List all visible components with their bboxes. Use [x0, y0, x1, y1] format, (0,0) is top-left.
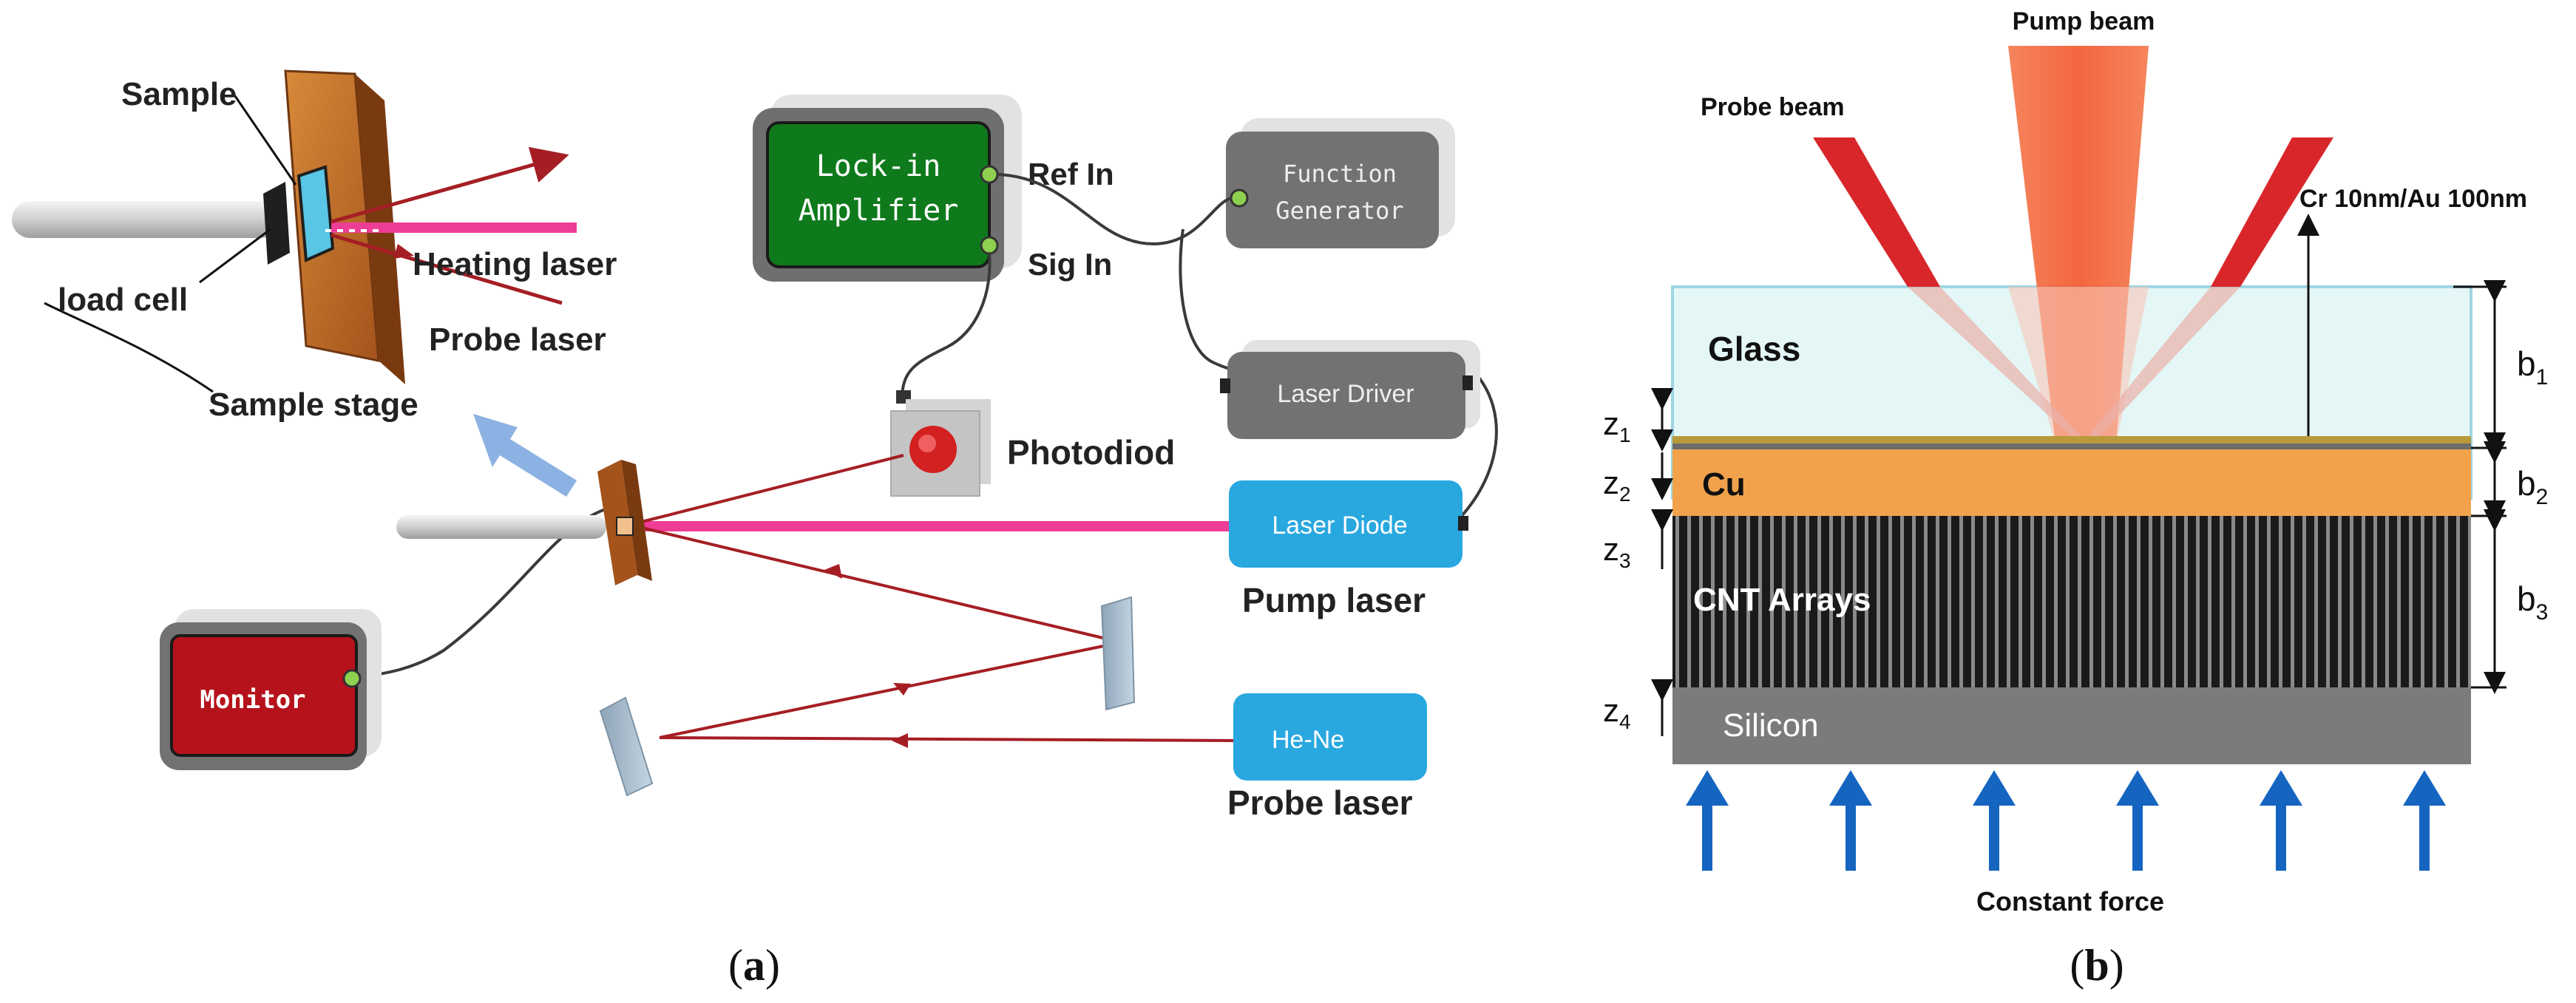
probe-arrowhead-2 [893, 683, 911, 696]
probe-to-photodiode [635, 454, 904, 525]
he-ne-label: He-Ne [1272, 726, 1344, 754]
probe-laser-label: Probe laser [1227, 783, 1413, 822]
cnt-layer [1672, 516, 2471, 687]
constant-force-label: Constant force [1976, 886, 2164, 917]
inset-load-cell-label: load cell [58, 282, 188, 318]
z3-label: z3 [1603, 531, 1631, 572]
glass-label: Glass [1708, 330, 1800, 368]
cnt-label: CNT Arrays [1693, 582, 1871, 618]
caption-b: (b) [2070, 941, 2123, 990]
lockin-label-line2: Amplifier [799, 194, 959, 228]
cu-layer [1672, 449, 2471, 516]
force-arrow-4 [2116, 770, 2159, 871]
mirror-left [599, 696, 654, 797]
silicon-layer [1672, 687, 2471, 764]
inset-probe-laser-label: Probe laser [429, 322, 606, 358]
monitor-port [342, 669, 362, 688]
inset-probe-in [331, 233, 563, 305]
function-port [1230, 188, 1249, 208]
inset-sample-label: Sample [121, 76, 237, 112]
silicon-label: Silicon [1723, 707, 1819, 744]
function-label-line2: Generator [1275, 197, 1403, 225]
inset-probe-out [331, 146, 569, 224]
lockin-label-line1: Lock-in [816, 149, 941, 183]
photodiod-label: Photodiod [1007, 433, 1175, 472]
panel-b: Glass Cu CNT Arrays Silicon Pump beam Pr… [1603, 7, 2548, 990]
inset-stage [12, 69, 577, 393]
laser-driver: Laser Driver [1220, 340, 1480, 439]
sig-in-label: Sig In [1028, 247, 1112, 282]
cr-layer [1672, 443, 2471, 449]
pump-beam-label: Pump beam [2013, 7, 2155, 35]
load-cell-leader [199, 228, 271, 284]
probe-arrowhead-1 [892, 733, 908, 748]
z1-label: z1 [1603, 406, 1631, 446]
force-arrow-5 [2260, 770, 2302, 871]
stage-leader [44, 302, 214, 393]
probe-mirror-to-mirror [659, 642, 1119, 739]
zoom-arrow [473, 414, 577, 497]
force-arrows [1686, 770, 2446, 871]
b2-label: b2 [2517, 464, 2548, 509]
inset-rod [12, 201, 278, 238]
mirror-right [1100, 596, 1136, 711]
force-arrow-3 [1973, 770, 2016, 871]
monitor-label: Monitor [200, 685, 305, 715]
b1-label: b1 [2517, 344, 2548, 390]
sample-leader [234, 95, 297, 186]
probe-beam-label: Probe beam [1701, 93, 1845, 121]
beams [628, 454, 1234, 748]
ref-in-label: Ref In [1028, 157, 1114, 191]
sample-stage-small [597, 460, 652, 585]
probe-beam-out [2211, 137, 2333, 287]
pump-laser-label: Pump laser [1242, 581, 1426, 619]
photodiode [890, 390, 991, 497]
b3-label: b3 [2517, 579, 2548, 625]
monitor: Monitor [160, 609, 382, 770]
inset-heating-laser-label: Heating laser [413, 246, 617, 282]
caption-a: (a) [728, 941, 780, 990]
probe-to-sample [635, 525, 1119, 643]
ref-in-port [980, 165, 999, 184]
probe-from-laser [659, 736, 1234, 742]
cable-driver [1179, 228, 1237, 373]
function-label-line1: Function [1283, 160, 1397, 188]
z4-label: z4 [1603, 693, 1631, 733]
he-ne-laser: He-Ne [1233, 693, 1427, 781]
sig-in-port [980, 236, 999, 255]
panel-a: Lock-in Amplifier Ref In Sig In Function… [12, 69, 1498, 990]
cable-sig [901, 253, 992, 400]
z2-label: z2 [1603, 465, 1631, 506]
inset-sample-stage-label: Sample stage [209, 387, 418, 423]
cable-ref [997, 173, 1232, 246]
laser-diode: Laser Diode [1229, 480, 1468, 568]
au-layer [1672, 436, 2471, 443]
rod-main [396, 515, 606, 539]
coating-label: Cr 10nm/Au 100nm [2299, 185, 2527, 213]
probe-beam-in [1813, 137, 1940, 287]
force-arrow-6 [2403, 770, 2446, 871]
function-generator: Function Generator [1226, 118, 1455, 248]
b-dimensions [2453, 280, 2506, 694]
laser-driver-label: Laser Driver [1277, 380, 1414, 408]
lockin-amplifier: Lock-in Amplifier [753, 95, 1022, 282]
laser-diode-label: Laser Diode [1272, 511, 1407, 540]
force-arrow-2 [1829, 770, 1872, 871]
force-arrow-1 [1686, 770, 1729, 871]
cable-diode [1459, 374, 1498, 519]
probe-arrowhead-3 [824, 564, 842, 579]
cu-label: Cu [1702, 466, 1746, 503]
